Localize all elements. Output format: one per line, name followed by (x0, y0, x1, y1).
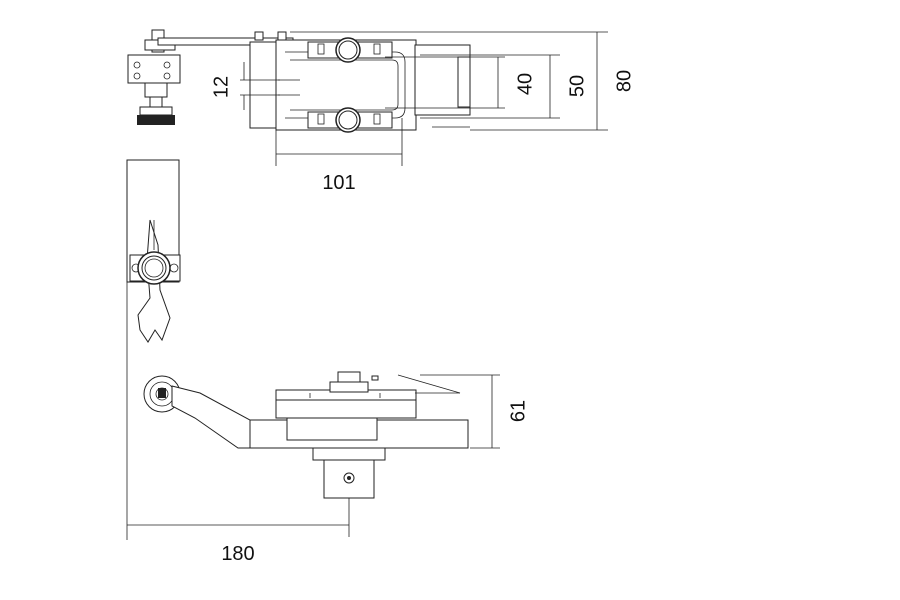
dimension-40-label: 40 (514, 73, 536, 95)
side-view: 61 180 (126, 159, 529, 565)
dimension-50: 50 (420, 54, 588, 119)
dimension-80-label: 80 (613, 70, 635, 92)
base-plate (249, 371, 469, 449)
dimension-101-label: 101 (322, 172, 355, 194)
dimension-12: 12 (210, 62, 280, 110)
dimension-40: 40 (385, 56, 536, 109)
dimension-61: 61 (420, 374, 529, 449)
dimension-180: 180 (127, 498, 350, 565)
upper-knob (307, 37, 393, 63)
lower-socket (312, 447, 386, 499)
dimension-101: 101 (275, 118, 403, 194)
middle-knob (129, 251, 181, 285)
dimension-50-label: 50 (566, 75, 588, 97)
vertical-bar (126, 159, 180, 540)
dimension-12-label: 12 (210, 76, 232, 98)
top-view: 12 40 50 80 101 (127, 29, 635, 194)
lower-knob (307, 107, 393, 133)
dimension-80: 80 (290, 31, 635, 131)
dimension-61-label: 61 (507, 400, 529, 422)
dimension-180-label: 180 (221, 543, 254, 565)
pivot-arm (143, 375, 251, 449)
